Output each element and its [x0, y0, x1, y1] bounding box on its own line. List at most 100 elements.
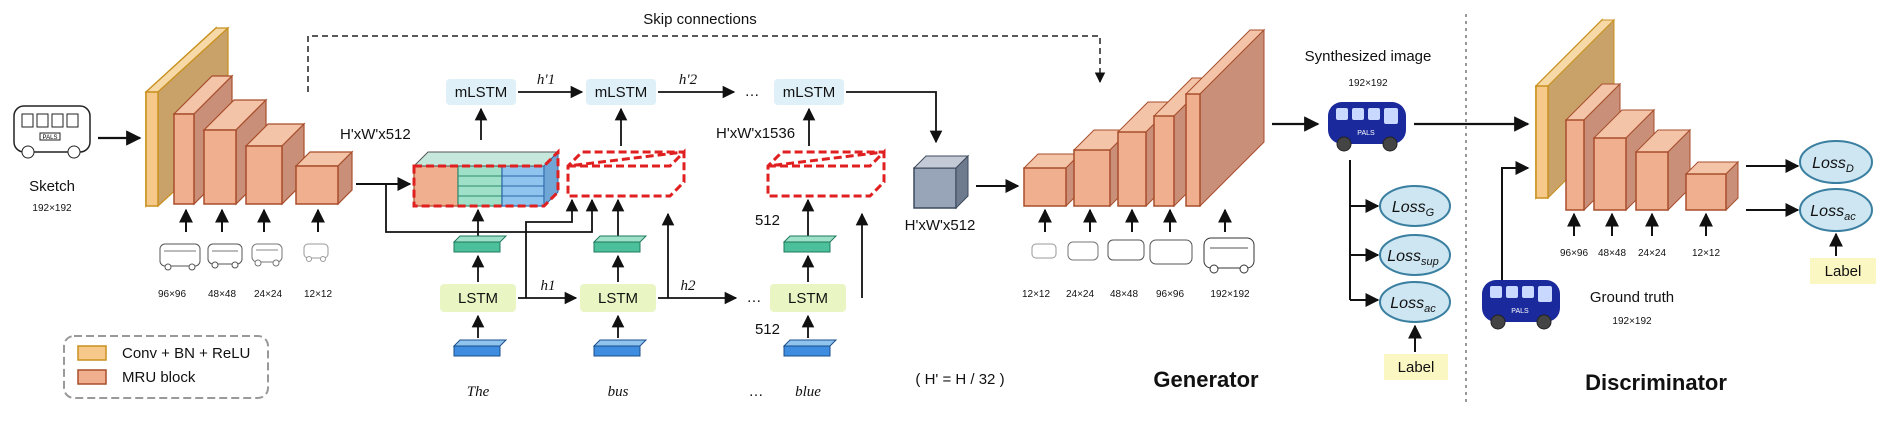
svg-text:Label: Label	[1398, 359, 1435, 376]
encoder-size-2: 48×48	[208, 289, 237, 300]
mlstm-ellipsis: …	[745, 83, 760, 100]
skip-connections-label: Skip connections	[643, 11, 756, 28]
loss-ac-disc-ellipse: Lossac	[1799, 188, 1873, 232]
encoder-size-4: 12×12	[304, 289, 333, 300]
generator-size-4: 96×96	[1156, 289, 1185, 300]
encoder-mru-block-3	[244, 122, 306, 206]
encoder-size-3: 24×24	[254, 289, 283, 300]
mlstm-box-2: mLSTM	[586, 79, 656, 105]
legend-label-conv: Conv + BN + ReLU	[122, 345, 250, 362]
discriminator-size-1: 96×96	[1560, 248, 1589, 259]
discriminator-size-2: 48×48	[1598, 248, 1627, 259]
svg-text:mLSTM: mLSTM	[595, 84, 648, 101]
sketch-bus-icon: PALS	[13, 105, 91, 159]
generator-mru-block-1	[1022, 152, 1082, 208]
legend-label-mru: MRU block	[122, 369, 196, 386]
svg-text:Lossac: Lossac	[1810, 203, 1856, 223]
loss-sup-ellipse: Losssup	[1379, 234, 1451, 276]
generator-mru-block-5	[1184, 28, 1266, 208]
encoder-output-dim: H'xW'x512	[340, 126, 411, 143]
word-embedding-1	[452, 339, 508, 357]
ground-truth-bus-icon: PALS	[1482, 280, 1560, 330]
encoder: 96×96 48×48 24×24 12×12 H'xW'x512	[144, 26, 411, 300]
discriminator-label-box: Label	[1810, 258, 1876, 284]
encoder-input-thumb-2	[207, 243, 243, 269]
sketch-size: 192×192	[32, 203, 72, 214]
h-1: h1	[541, 278, 556, 294]
synth-label: Synthesized image	[1305, 48, 1432, 65]
sketch-label: Sketch	[29, 178, 75, 195]
lstm-box-1: LSTM	[440, 284, 516, 312]
encoder-input-thumb-1	[159, 243, 201, 271]
svg-text:mLSTM: mLSTM	[783, 84, 836, 101]
lstm-box-2: LSTM	[580, 284, 656, 312]
concat-dim-label: H'xW'x1536	[716, 125, 795, 142]
empty-feature-tensor-2	[766, 148, 886, 198]
generator-size-3: 48×48	[1110, 289, 1139, 300]
sentence-embedding-1	[452, 235, 508, 253]
legend-swatch-conv	[77, 345, 107, 361]
h-2: h2	[681, 278, 697, 294]
discriminator-mru-block-3	[1634, 128, 1692, 212]
synthesized-image: Synthesized image 192×192 PALS LossG Los…	[1305, 48, 1451, 380]
sketch-image: PALS Sketch 192×192	[13, 105, 91, 214]
lstm-box-3: LSTM	[770, 284, 846, 312]
encoder-input-thumb-3	[251, 243, 283, 267]
generator: 12×12 24×24 48×48 96×96 192×192 Generato…	[1022, 28, 1266, 392]
h-prime-note: ( H' = H / 32 )	[915, 371, 1004, 388]
synth-size: 192×192	[1348, 78, 1388, 89]
word-embedding-2	[592, 339, 648, 357]
loss-d-ellipse: LossD	[1799, 140, 1873, 184]
encoder-size-1: 96×96	[158, 289, 187, 300]
lstm-ellipsis: …	[747, 289, 762, 306]
dim-512-lower: 512	[755, 321, 780, 338]
svg-text:LSTM: LSTM	[598, 290, 638, 307]
loss-ac-ellipse: Lossac	[1379, 281, 1451, 323]
text-module: mLSTM mLSTM mLSTM … h'1 h'2 H'xW'x1536 L…	[385, 72, 1005, 400]
svg-text:LSTM: LSTM	[788, 290, 828, 307]
skip-connection: Skip connections	[307, 11, 1106, 92]
word-embedding-3	[782, 339, 838, 357]
sentence-embedding-2	[592, 235, 648, 253]
generator-size-2: 24×24	[1066, 289, 1095, 300]
encoder-mru-block-4	[294, 150, 354, 206]
loss-g-ellipse: LossG	[1379, 185, 1451, 227]
discriminator-mru-block-4	[1684, 160, 1740, 212]
encoder-input-thumb-4	[303, 243, 329, 262]
discriminator-size-4: 12×12	[1692, 248, 1721, 259]
svg-text:mLSTM: mLSTM	[455, 84, 508, 101]
sentence-embedding-3	[782, 235, 838, 253]
synth-label-box: Label	[1384, 354, 1448, 380]
svg-text:Label: Label	[1825, 263, 1862, 280]
word-the: The	[467, 384, 490, 400]
concat-feature-tensor	[412, 148, 560, 208]
svg-text:PALS: PALS	[1357, 130, 1375, 137]
svg-text:LossD: LossD	[1812, 155, 1854, 175]
svg-text:Lossac: Lossac	[1390, 295, 1436, 315]
generator-size-1: 12×12	[1022, 289, 1051, 300]
generator-title: Generator	[1153, 367, 1259, 392]
svg-text:LSTM: LSTM	[458, 290, 498, 307]
legend-swatch-mru	[77, 369, 107, 385]
sketch-bus-text: PALS	[43, 135, 58, 141]
svg-text:LossG: LossG	[1392, 199, 1435, 219]
cube-dim-label: H'xW'x512	[905, 217, 976, 234]
text-feature-cube	[912, 154, 970, 210]
generator-thumbs	[1031, 237, 1255, 274]
svg-text:Losssup: Losssup	[1387, 248, 1439, 268]
word-bus: bus	[608, 384, 629, 400]
h-prime-1: h'1	[537, 72, 555, 88]
empty-feature-tensor-1	[566, 148, 686, 198]
svg-text:PALS: PALS	[1511, 308, 1529, 315]
discriminator-title: Discriminator	[1585, 370, 1727, 395]
discriminator: 96×96 48×48 24×24 12×12 LossD Lossac Lab…	[1482, 18, 1876, 395]
discriminator-size-3: 24×24	[1638, 248, 1667, 259]
ground-truth-size: 192×192	[1612, 316, 1652, 327]
mlstm-box-1: mLSTM	[446, 79, 516, 105]
generator-size-5: 192×192	[1210, 289, 1250, 300]
ground-truth-label: Ground truth	[1590, 289, 1674, 306]
words-ellipsis: …	[749, 383, 764, 400]
mlstm-box-3: mLSTM	[774, 79, 844, 105]
synth-bus-icon: PALS	[1328, 102, 1406, 152]
